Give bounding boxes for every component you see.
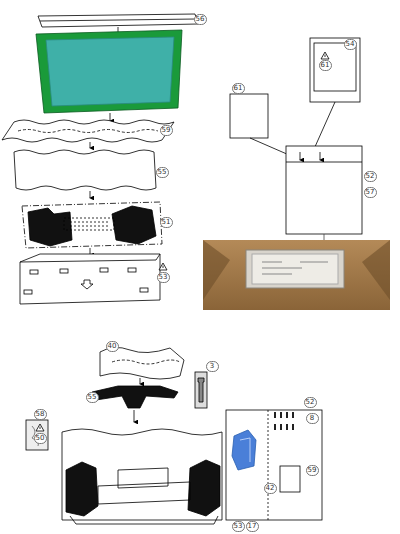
callout-number: 55 <box>156 167 169 178</box>
callout-number: 40 <box>106 341 119 352</box>
callout-number: 58 <box>34 409 47 420</box>
callout-number: 52 <box>364 171 377 182</box>
callout-number: 59 <box>160 125 173 136</box>
callout-number: 61 <box>319 60 332 71</box>
callout-number: 57 <box>364 187 377 198</box>
callout-number: 42 <box>264 483 277 494</box>
callout-number: 51 <box>160 217 173 228</box>
callout-number: 59 <box>306 465 319 476</box>
callout-number: 55 <box>86 392 99 403</box>
callout-number: 8 <box>306 413 319 424</box>
callout-number: 54 <box>344 39 357 50</box>
callout-number: 17 <box>246 521 259 532</box>
callout-number: 53 <box>157 272 170 283</box>
callout-number: 3 <box>206 361 219 372</box>
callout-number: 50 <box>34 433 47 444</box>
callout-number: 61 <box>232 83 245 94</box>
callout-number: 52 <box>304 397 317 408</box>
callout-number: 53 <box>232 521 245 532</box>
callout-number: 56 <box>194 14 207 25</box>
